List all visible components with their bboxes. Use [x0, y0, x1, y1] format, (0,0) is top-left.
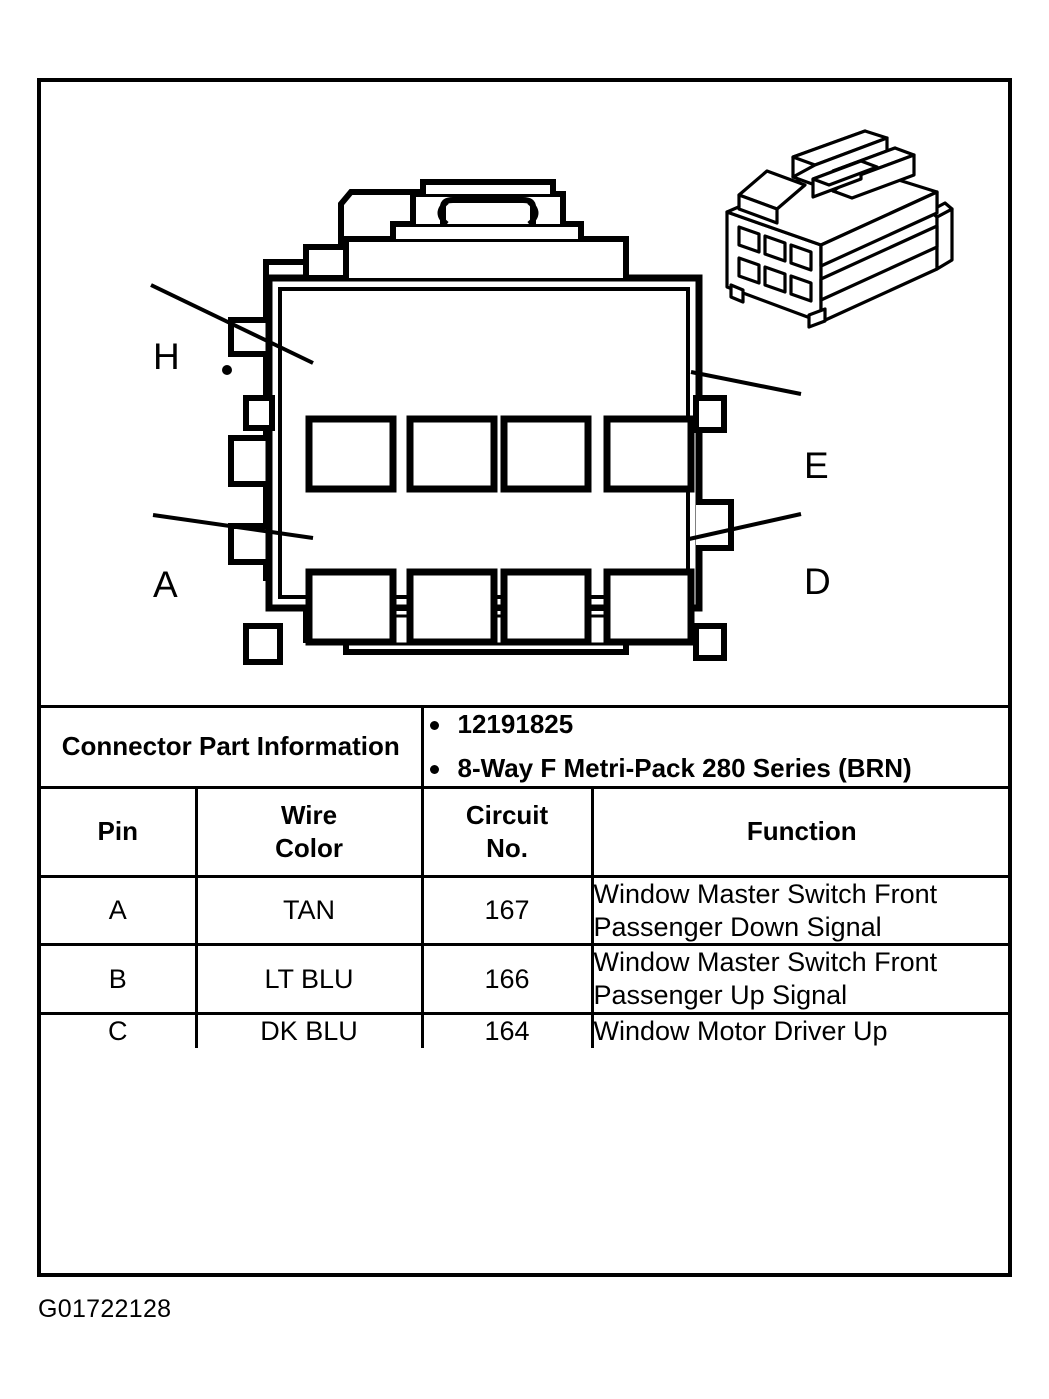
leader-h [150, 283, 314, 365]
cavity-bottom-2 [406, 568, 498, 646]
diagram-sheet: H A E D [37, 78, 1012, 1277]
connector-part-information-label: Connector Part Information [41, 705, 424, 789]
circuit-no-value: 167 [420, 874, 594, 947]
column-header-circuit-line2: No. [486, 832, 528, 863]
pin-table-header-row: Pin Wire Color Circuit No. Function [41, 785, 1011, 878]
connector-isometric-view [725, 129, 954, 329]
connector-info-table: Connector Part Information 12191825 8-Wa… [41, 705, 1011, 1049]
table-row: C DK BLU 164 Window Motor Driver Up [41, 1012, 1011, 1049]
cavity-bottom-1 [305, 568, 397, 646]
function-value: Window Master Switch Front Passenger Up … [590, 943, 1011, 1016]
part-description-item: 8-Way F Metri-Pack 280 Series (BRN) [424, 752, 1011, 786]
leader-e [690, 370, 802, 396]
callout-leader-lines [150, 283, 802, 541]
connector-diagram: H A E D [41, 82, 1008, 705]
leader-d [688, 512, 802, 541]
cavity-row-top [305, 415, 695, 493]
connector-part-information-values: 12191825 8-Way F Metri-Pack 280 Series (… [420, 705, 1011, 789]
figure-reference-code: G01722128 [38, 1295, 172, 1323]
connector-part-information-row: Connector Part Information 12191825 8-Wa… [41, 705, 1011, 789]
cavity-row-bottom [305, 568, 695, 646]
connector-drawing [150, 179, 802, 665]
cavity-top-2 [406, 415, 498, 493]
function-value: Window Motor Driver Up [590, 1012, 1011, 1049]
wire-color-value: LT BLU [194, 943, 424, 1016]
column-header-wire-color-line1: Wire [280, 800, 338, 831]
pin-value: B [41, 943, 198, 1016]
circuit-no-value: 166 [420, 943, 594, 1016]
callout-label-a: A [153, 564, 179, 605]
leader-a [152, 513, 314, 540]
circuit-no-value: 164 [420, 1012, 594, 1049]
pin-value: A [41, 874, 198, 947]
cavity-bottom-3 [500, 568, 592, 646]
callout-label-d: D [804, 561, 832, 602]
wire-color-value: TAN [194, 874, 424, 947]
part-number-item: 12191825 [424, 708, 1011, 742]
column-header-wire-color: Wire Color [194, 785, 424, 878]
cavity-top-1 [305, 415, 397, 493]
connector-left-tabs [243, 395, 283, 665]
cavity-bottom-4 [603, 568, 695, 646]
column-header-wire-color-line2: Color [275, 832, 343, 863]
wire-color-value: DK BLU [194, 1012, 424, 1049]
cavity-top-4 [603, 415, 695, 493]
table-row: B LT BLU 166 Window Master Switch Front … [41, 943, 1011, 1016]
column-header-pin: Pin [41, 785, 198, 878]
callout-label-h: H [153, 336, 181, 377]
callout-label-e: E [804, 445, 830, 486]
callout-leader-dot [222, 365, 232, 375]
column-header-circuit-no: Circuit No. [420, 785, 594, 878]
connector-latch [390, 179, 584, 239]
pin-value: C [41, 1012, 198, 1049]
function-value: Window Master Switch Front Passenger Dow… [590, 874, 1011, 947]
column-header-circuit-line1: Circuit [465, 800, 549, 831]
cavity-top-3 [500, 415, 592, 493]
column-header-function: Function [590, 785, 1011, 878]
table-row: A TAN 167 Window Master Switch Front Pas… [41, 874, 1011, 947]
connector-top-step [343, 236, 629, 278]
